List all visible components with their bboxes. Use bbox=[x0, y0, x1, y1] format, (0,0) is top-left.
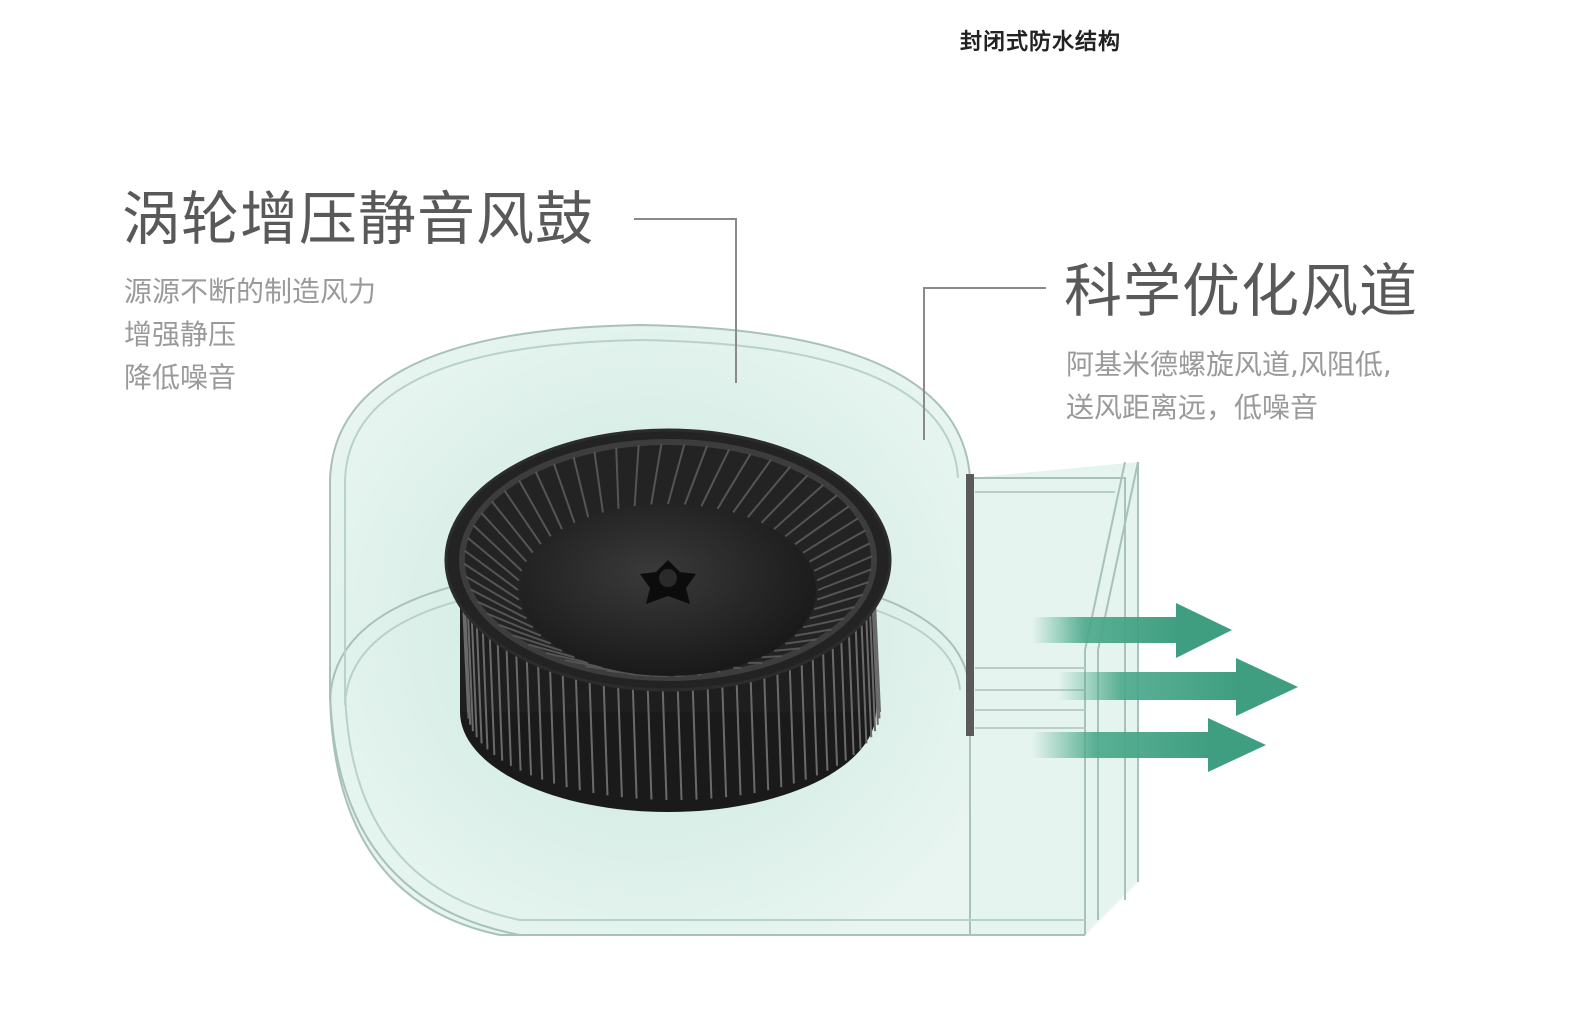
impeller-blade bbox=[773, 647, 801, 652]
impeller-blade bbox=[809, 529, 866, 563]
impeller-blade bbox=[802, 617, 845, 629]
impeller-blade bbox=[813, 593, 863, 611]
impeller-blade bbox=[564, 659, 604, 669]
impeller-blade bbox=[732, 666, 742, 670]
impeller-blade bbox=[817, 568, 872, 591]
impeller-blade bbox=[503, 490, 542, 545]
impeller-blade bbox=[572, 456, 590, 518]
impeller-blade bbox=[464, 549, 519, 591]
impeller-blade bbox=[463, 562, 520, 601]
impeller-blade bbox=[593, 451, 604, 513]
callout-duct-line: 阿基米德螺旋风道,风阻低, bbox=[1066, 348, 1392, 381]
impeller-blade bbox=[528, 643, 575, 659]
impeller-blade bbox=[477, 600, 534, 629]
impeller-blade bbox=[615, 447, 620, 509]
impeller-blade bbox=[717, 670, 721, 674]
impeller-blade bbox=[633, 445, 640, 507]
impeller-blade bbox=[732, 459, 772, 514]
impeller-blade bbox=[747, 466, 791, 518]
airflow-arrow-icon bbox=[1032, 603, 1232, 658]
impeller-blade bbox=[534, 471, 563, 530]
impeller-blade bbox=[683, 445, 708, 505]
airflow-arrows bbox=[1032, 603, 1298, 772]
impeller-blade bbox=[816, 581, 869, 601]
callout-duct-desc: 阿基米德螺旋风道,风阻低, 送风距离远，低噪音 bbox=[1066, 343, 1392, 429]
impeller-blade bbox=[467, 537, 520, 582]
leader-lines bbox=[634, 218, 1046, 440]
impeller-blade bbox=[545, 652, 589, 664]
callout-turbo-title: 涡轮增压静音风鼓 bbox=[122, 185, 595, 253]
impeller-blade bbox=[491, 500, 534, 554]
impeller-blade bbox=[802, 517, 859, 554]
impeller-blade bbox=[606, 669, 635, 675]
leader-line-turbo bbox=[634, 218, 737, 383]
impeller-blade bbox=[472, 524, 523, 572]
impeller-blade bbox=[761, 655, 783, 659]
impeller-wheel bbox=[444, 428, 892, 812]
impeller-blade bbox=[512, 634, 563, 652]
airflow-arrow-icon bbox=[1032, 718, 1266, 772]
leader-line-duct bbox=[923, 287, 1046, 440]
impeller-blade bbox=[760, 474, 809, 524]
impeller-blade bbox=[816, 555, 873, 582]
impeller-blade bbox=[784, 494, 838, 538]
callout-turbo-desc: 源源不断的制造风力 增强静压 降低噪音 bbox=[124, 270, 376, 399]
callout-duct-line: 送风距离远，低噪音 bbox=[1066, 391, 1319, 424]
impeller-blade bbox=[650, 443, 663, 505]
impeller-blade bbox=[794, 628, 832, 637]
impeller-blade bbox=[553, 463, 576, 524]
impeller-blade bbox=[785, 638, 817, 645]
impeller-blade bbox=[498, 623, 552, 645]
impeller-blade bbox=[518, 480, 552, 537]
impeller-blade bbox=[697, 672, 702, 676]
top-caption: 封闭式防水结构 bbox=[960, 30, 1122, 55]
impeller-blade bbox=[794, 505, 850, 546]
impeller-blade bbox=[809, 605, 855, 620]
impeller-blade bbox=[480, 512, 528, 563]
airflow-arrow-icon bbox=[1058, 658, 1298, 716]
impeller-blade bbox=[716, 453, 752, 510]
callout-turbo-line: 降低噪音 bbox=[124, 361, 237, 394]
impeller-blade bbox=[667, 444, 686, 505]
callout-duct-title: 科学优化风道 bbox=[1064, 257, 1419, 325]
callout-turbo-line: 源源不断的制造风力 bbox=[124, 275, 377, 308]
impeller-blade bbox=[700, 448, 731, 507]
callout-turbo-line: 增强静压 bbox=[124, 318, 237, 351]
impeller-blade bbox=[486, 612, 542, 637]
impeller-blade bbox=[813, 542, 871, 572]
impeller-blade bbox=[585, 665, 619, 673]
impeller-blade bbox=[773, 484, 824, 530]
impeller-blade bbox=[465, 575, 523, 611]
impeller-blade bbox=[470, 588, 527, 620]
